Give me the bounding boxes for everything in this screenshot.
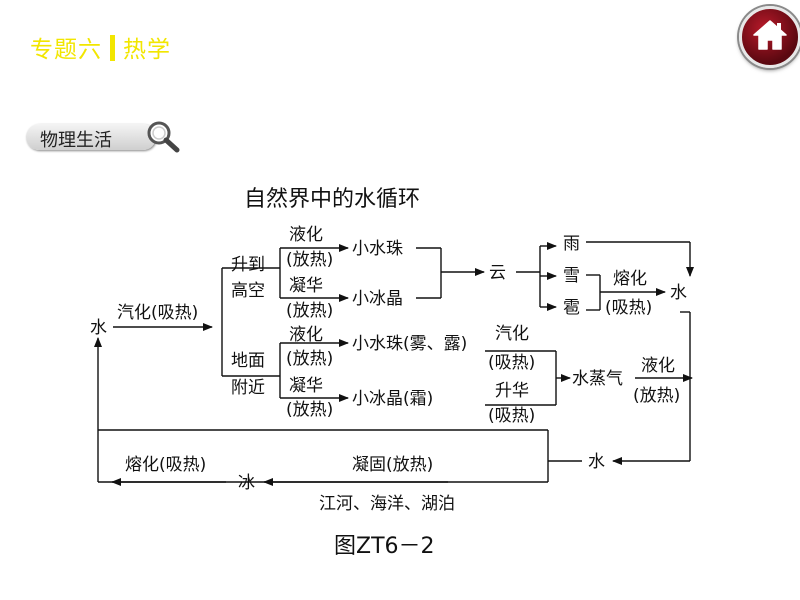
label-release-3: (放热) (286, 349, 333, 369)
label-freeze: 凝固(放热) (352, 455, 433, 475)
figure-caption: 图ZT6－2 (334, 534, 435, 559)
node-water-right: 水 (670, 283, 687, 303)
label-release-2: (放热) (286, 301, 333, 321)
label-liquefy-2: 液化 (289, 325, 323, 345)
section-tab: 物理生活 (26, 118, 184, 154)
label-bodies-of-water: 江河、海洋、湖泊 (319, 494, 455, 514)
topic-label: 热学 (123, 37, 171, 63)
label-deposit-1: 凝华 (289, 276, 323, 296)
node-vapor: 水蒸气 (572, 369, 623, 389)
label-liquefy-3: 液化 (641, 356, 675, 376)
label-rise-to: 升到 (231, 255, 265, 275)
node-snow: 雪 (563, 266, 580, 286)
header-divider (110, 35, 115, 61)
node-ice: 冰 (238, 473, 255, 493)
label-ground: 地面 (231, 351, 265, 371)
node-cloud: 云 (489, 263, 506, 283)
label-absorb-1: (吸热) (605, 298, 652, 318)
node-water-bottom: 水 (588, 452, 605, 472)
label-sublime: 升华 (495, 381, 529, 401)
diagram-title: 自然界中的水循环 (244, 187, 421, 212)
node-ice-crystals: 小冰晶 (352, 289, 403, 309)
chapter-label: 专题六 (30, 37, 102, 63)
magnifier-icon (147, 121, 180, 153)
node-water-left: 水 (90, 318, 107, 338)
label-deposit-2: 凝华 (289, 376, 323, 396)
label-evaporate: 汽化(吸热) (117, 303, 198, 323)
node-hail: 雹 (563, 298, 580, 318)
section-tab-background (26, 124, 156, 150)
chapter-header: 专题六热学 (30, 30, 171, 64)
label-release-5: (放热) (633, 386, 680, 406)
label-high-altitude: 高空 (231, 281, 265, 301)
label-liquefy-1: 液化 (289, 225, 323, 245)
label-melt: 熔化 (613, 269, 647, 289)
node-rain: 雨 (563, 234, 580, 254)
node-droplets-fog: 小水珠(雾、露) (352, 334, 467, 354)
label-absorb-3: (吸热) (488, 406, 535, 426)
label-release-1: (放热) (286, 250, 333, 270)
home-button[interactable] (739, 6, 800, 68)
label-vaporize: 汽化 (495, 324, 529, 344)
label-release-4: (放热) (286, 400, 333, 420)
label-nearby: 附近 (231, 378, 265, 398)
section-label: 物理生活 (40, 130, 112, 151)
node-ice-frost: 小冰晶(霜) (352, 389, 433, 409)
label-melt-absorb: 熔化(吸热) (125, 455, 206, 475)
label-absorb-2: (吸热) (488, 353, 535, 373)
node-droplets: 小水珠 (352, 239, 403, 259)
home-icon (753, 20, 787, 50)
